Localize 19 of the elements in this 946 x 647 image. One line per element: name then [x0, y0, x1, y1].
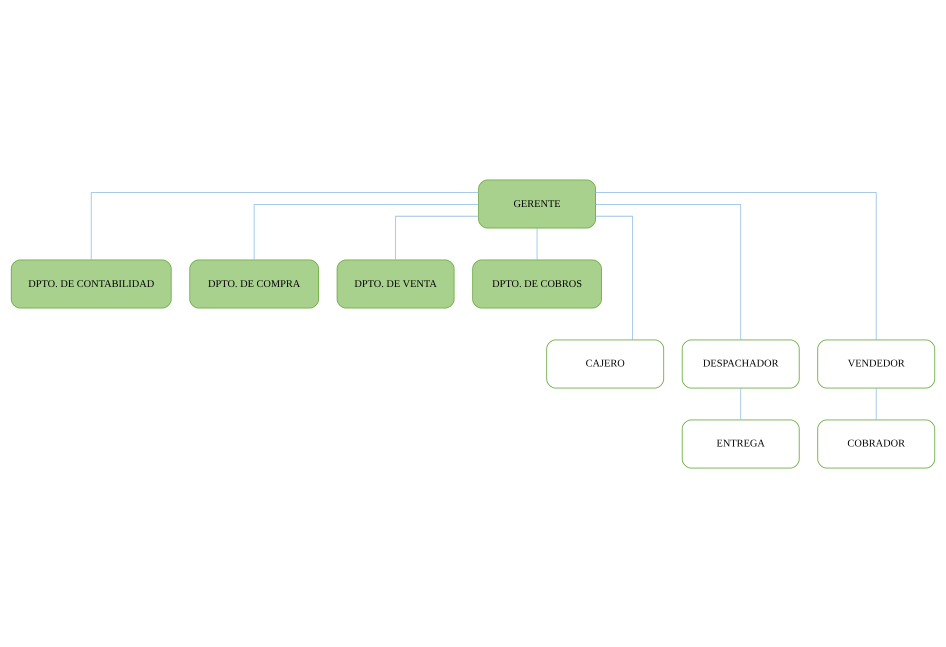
- node-box: DPTO. DE COMPRA: [189, 259, 320, 308]
- connector: [395, 215, 479, 260]
- node-box: DPTO. DE COBROS: [472, 259, 602, 308]
- node-box: VENDEDOR: [817, 338, 936, 388]
- connector: [595, 203, 742, 340]
- connector: [90, 192, 479, 260]
- node-box: DPTO. DE CONTABILIDAD: [10, 259, 172, 308]
- node-box: DPTO. DE VENTA: [336, 259, 455, 308]
- connector: [595, 192, 877, 340]
- connector: [536, 227, 538, 260]
- node-box: CAJERO: [546, 338, 664, 388]
- node-box: GERENTE: [478, 179, 596, 228]
- node-box: ENTREGA: [682, 418, 800, 468]
- node-box: COBRADOR: [817, 418, 936, 468]
- connector: [595, 215, 634, 340]
- node-box: DESPACHADOR: [682, 338, 800, 388]
- connector: [740, 387, 742, 420]
- connector: [876, 387, 877, 420]
- connector: [254, 203, 479, 260]
